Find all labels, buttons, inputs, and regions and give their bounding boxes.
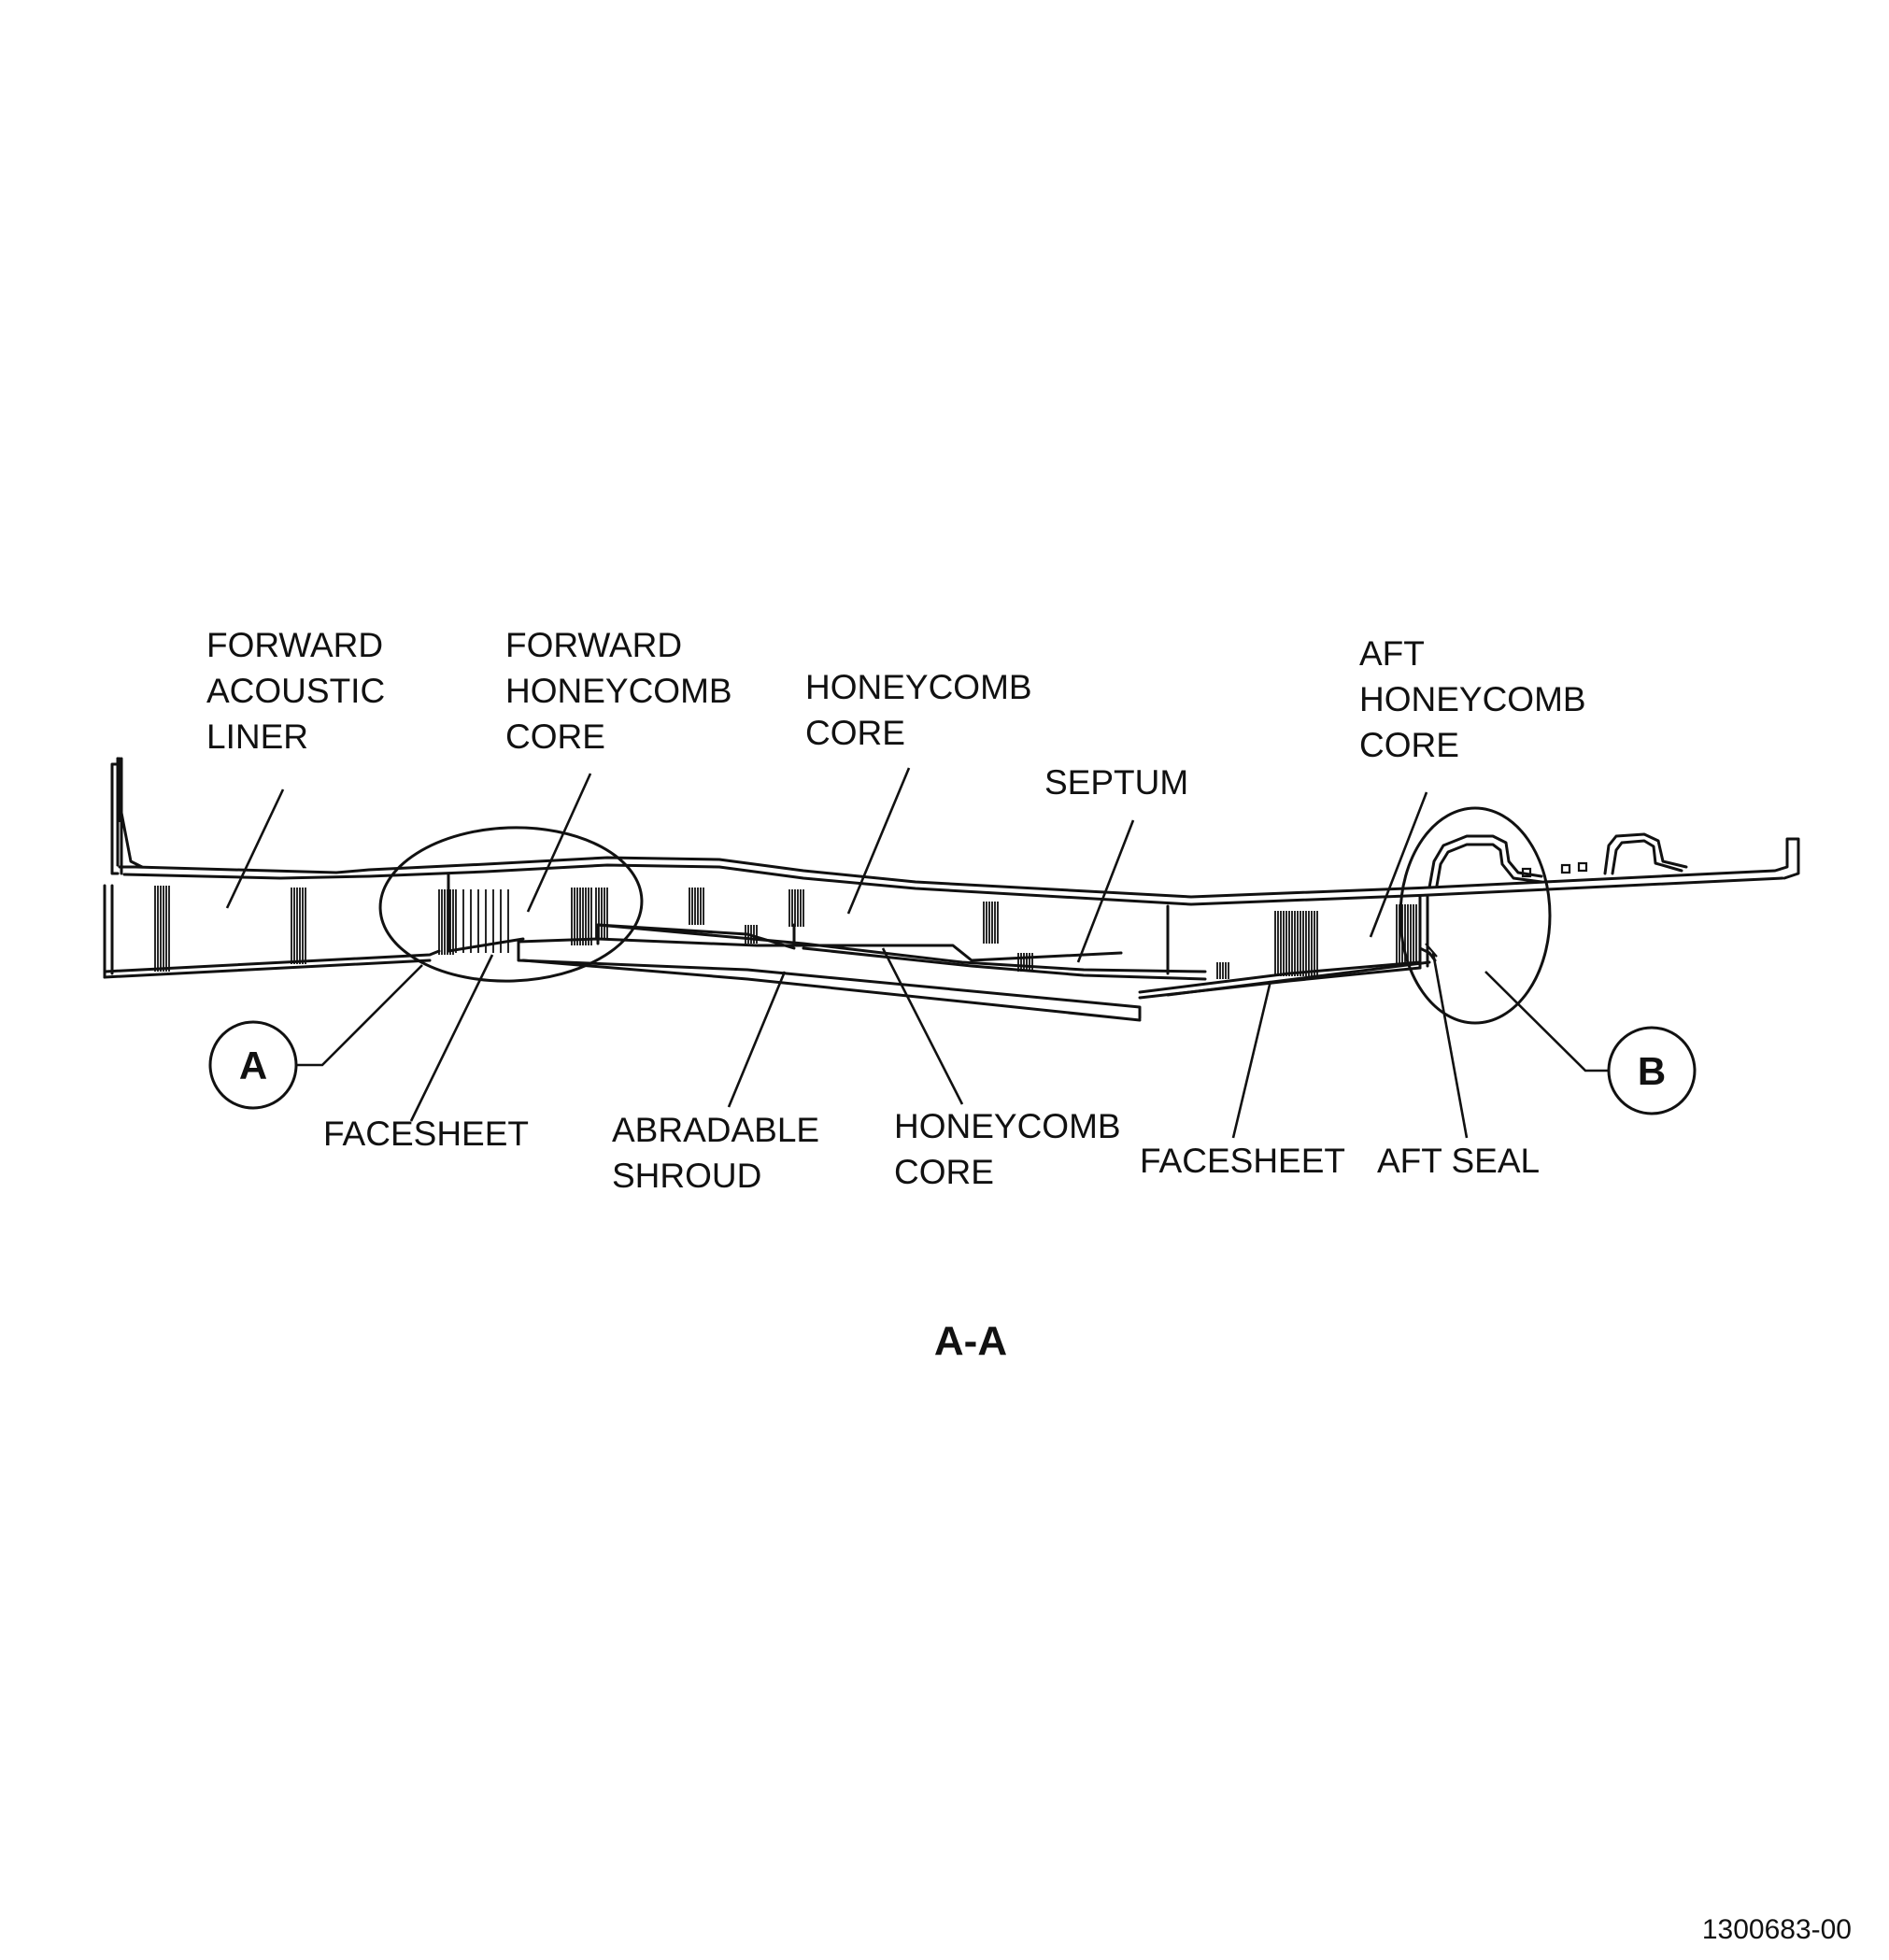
svg-text:FORWARD: FORWARD [206,626,383,664]
svg-text:HONEYCOMB: HONEYCOMB [505,672,732,710]
svg-text:CORE: CORE [894,1153,994,1191]
label-abradable-shroud: ABRADABLE SHROUD [612,1111,819,1195]
svg-text:ACOUSTIC: ACOUSTIC [206,672,385,710]
leader-abradable-shroud [727,971,787,1108]
leader-forward-honeycomb-core [526,773,592,913]
leader-lines [225,767,1609,1139]
svg-text:HONEYCOMB: HONEYCOMB [1359,680,1586,718]
label-facesheet-right: FACESHEET [1140,1142,1345,1180]
svg-text:CORE: CORE [1359,726,1459,764]
view-label: A-A [934,1318,1007,1364]
figure-number: 1300683-00 [1702,1914,1852,1945]
label-honeycomb-core-upper: HONEYCOMB CORE [805,668,1032,752]
svg-text:HONEYCOMB: HONEYCOMB [894,1107,1121,1145]
svg-text:AFT SEAL: AFT SEAL [1377,1142,1540,1180]
leader-aft-honeycomb-core [1369,791,1428,938]
detail-circle-a [378,826,644,983]
callout-b-letter: B [1638,1049,1666,1093]
detail-circle-b [1399,806,1552,1025]
label-honeycomb-core-lower: HONEYCOMB CORE [894,1107,1121,1191]
leader-honeycomb-core-lower [881,947,964,1105]
label-forward-honeycomb-core: FORWARD HONEYCOMB CORE [505,626,732,756]
svg-text:CORE: CORE [805,714,905,752]
svg-text:HONEYCOMB: HONEYCOMB [805,668,1032,706]
label-forward-acoustic-liner: FORWARD ACOUSTIC LINER [206,626,385,756]
svg-text:ABRADABLE: ABRADABLE [612,1111,819,1149]
svg-text:FACESHEET: FACESHEET [323,1115,529,1153]
leader-forward-acoustic-liner [225,788,285,909]
label-aft-honeycomb-core: AFT HONEYCOMB CORE [1359,634,1586,764]
callout-b[interactable]: B [1607,1026,1697,1115]
leader-aft-seal [1431,952,1469,1139]
label-septum: SEPTUM [1044,763,1188,802]
leader-callout-b [1484,971,1609,1072]
label-aft-seal: AFT SEAL [1377,1142,1540,1180]
svg-text:FACESHEET: FACESHEET [1140,1142,1345,1180]
svg-text:CORE: CORE [505,717,605,756]
leader-septum [1076,819,1135,963]
svg-text:SEPTUM: SEPTUM [1044,763,1188,802]
callout-a-letter: A [239,1044,267,1087]
leader-facesheet-right [1231,980,1272,1139]
svg-text:SHROUD: SHROUD [612,1157,761,1195]
part-outline [103,757,1800,1022]
svg-text:FORWARD: FORWARD [505,626,682,664]
honeycomb-hatching [154,886,1417,979]
label-facesheet-left: FACESHEET [323,1115,529,1153]
leader-facesheet-left [409,954,494,1122]
leader-honeycomb-core-upper [846,767,911,915]
leader-callout-a [296,964,423,1067]
aft-hat-flanges [1427,832,1688,889]
svg-text:LINER: LINER [206,717,308,756]
svg-text:AFT: AFT [1359,634,1425,673]
callout-a[interactable]: A [208,1020,298,1110]
